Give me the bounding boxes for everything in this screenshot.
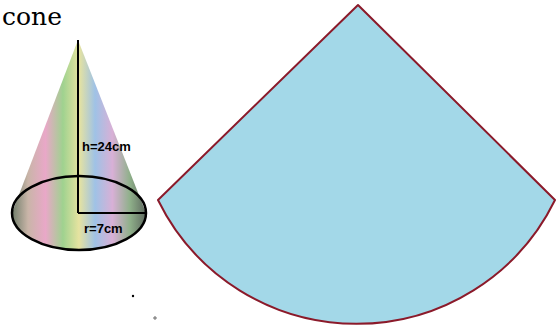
height-label: h=24cm: [82, 140, 131, 153]
radius-label: r=7cm: [84, 222, 123, 235]
dot: [154, 317, 156, 319]
dot: [132, 295, 134, 297]
cone-body: [12, 40, 146, 251]
height-line: [77, 40, 79, 213]
radius-line: [78, 212, 146, 214]
title: cone: [2, 4, 62, 29]
cone-net-sector: [158, 5, 555, 324]
